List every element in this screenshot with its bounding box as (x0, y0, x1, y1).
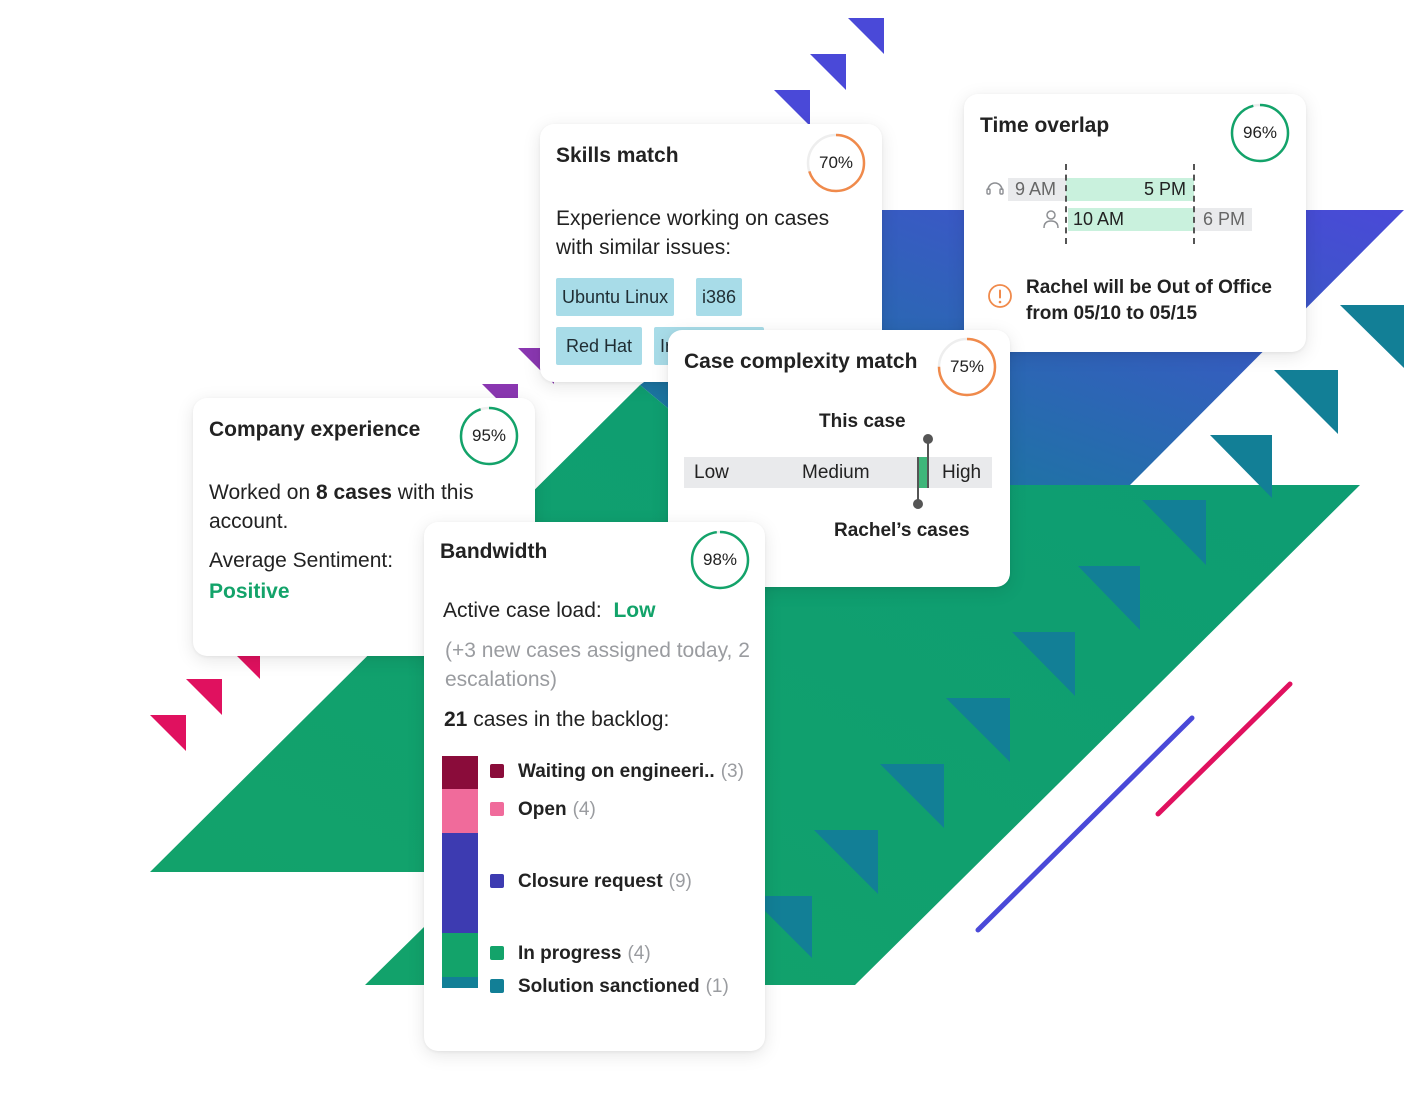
time-overlap-title: Time overlap (980, 114, 1110, 137)
score-arc (937, 337, 997, 397)
score-ring (459, 406, 519, 466)
alert-circle-icon (987, 283, 1013, 309)
person-icon (1042, 209, 1060, 229)
rachels-marker-line (917, 457, 919, 501)
legend-swatch (490, 802, 504, 817)
headset-icon (985, 179, 1005, 199)
this-case-marker-line (927, 440, 929, 488)
legend-count: (4) (572, 799, 596, 821)
skill-tag: Ubuntu Linux (556, 278, 675, 316)
skills-match-title: Skills match (556, 144, 679, 167)
backlog-legend-item: Waiting on engineeri..(3) (490, 761, 744, 783)
timeline-divider-end (1193, 164, 1195, 244)
score-ring (937, 337, 997, 397)
skill-tag: Red Hat (556, 327, 643, 365)
legend-swatch (490, 763, 504, 778)
worked-case-count: 8 cases (316, 481, 392, 504)
legend-count: (4) (627, 942, 651, 964)
timeline-divider-start (1065, 164, 1067, 244)
backlog-legend-item: Closure request(9) (490, 871, 692, 893)
legend-label: Closure request (518, 871, 663, 893)
skill-tag: i386 (696, 278, 743, 316)
backlog-stacked-bar (442, 756, 478, 988)
legend-count: (3) (720, 760, 744, 782)
score-arc (1230, 103, 1290, 163)
sentiment-label: Average Sentiment: (209, 549, 394, 572)
bandwidth-title: Bandwidth (440, 540, 548, 563)
legend-swatch (490, 945, 504, 960)
legend-label: Waiting on engineeri.. (518, 760, 715, 782)
skills-match-description: Experience working on cases with similar… (556, 207, 830, 259)
score-ring (1230, 103, 1290, 163)
backlog-segment (442, 833, 478, 933)
legend-count: (1) (705, 975, 729, 997)
legend-label: In progress (518, 942, 622, 964)
backlog-legend-item: Solution sanctioned(1) (490, 976, 729, 998)
score-arc (690, 530, 750, 590)
active-case-load-value: Low (613, 599, 656, 622)
new-cases-note: (+3 new cases assigned today, 2 escalati… (445, 639, 750, 691)
worked-on-text: Worked on 8 cases with this account. (209, 481, 474, 533)
case-complexity-title: Case complexity match (684, 350, 918, 373)
backlog-legend-item: Open(4) (490, 799, 596, 821)
score-ring (806, 133, 866, 193)
time-overlap-card: Time overlap 96% 9 AM 5 PM 10 AM 6 PM Ra… (964, 94, 1306, 352)
rachels-marker-dot (913, 499, 923, 509)
legend-swatch (490, 978, 504, 993)
out-of-office-warning: Rachel will be Out of Office from 05/10 … (1026, 277, 1272, 324)
backlog-segment (442, 976, 478, 988)
customer-start-time: 10 AM (1073, 209, 1125, 229)
overlap-bar-agent (1066, 178, 1194, 201)
backlog-count: 21 (444, 708, 468, 731)
case-complexity-score: 75% (936, 336, 998, 398)
rachels-range-bar (918, 457, 929, 488)
score-ring (690, 530, 750, 590)
bg-teal-triangles (750, 305, 1404, 958)
time-overlap-score: 96% (1229, 102, 1291, 164)
backlog-segment (442, 756, 478, 790)
bg-pink-line (1155, 681, 1293, 817)
legend-count: (9) (668, 871, 692, 893)
backlog-summary: 21 cases in the backlog: (444, 708, 670, 731)
agent-start-time: 9 AM (1015, 179, 1057, 199)
rachels-cases-label: Rachel’s cases (834, 520, 970, 541)
legend-label: Solution sanctioned (518, 975, 700, 997)
active-case-load: Active case load: Low (443, 599, 656, 622)
this-case-marker-dot (923, 434, 933, 444)
bg-indigo-line (975, 715, 1195, 933)
backlog-segment (442, 932, 478, 977)
score-arc (806, 133, 866, 193)
company-experience-score: 95% (458, 405, 520, 467)
score-arc (459, 406, 519, 466)
legend-label: Open (518, 799, 567, 821)
customer-hours-bar (1194, 208, 1252, 231)
level-low: Low (694, 462, 729, 483)
skills-match-score: 70% (805, 132, 867, 194)
bg-indigo-triangles (774, 18, 884, 126)
bg-pink-triangles (150, 655, 260, 751)
agent-end-time: 5 PM (1144, 179, 1187, 199)
complexity-scale (684, 457, 992, 488)
bandwidth-score: 98% (689, 529, 751, 591)
agent-hours-bar (1008, 178, 1066, 201)
backlog-legend-item: In progress(4) (490, 943, 651, 965)
level-high: High (942, 462, 982, 483)
customer-end-time: 6 PM (1203, 209, 1246, 229)
legend-swatch (490, 874, 504, 889)
overlap-bar-customer (1068, 208, 1194, 231)
this-case-label: This case (819, 411, 906, 432)
company-experience-title: Company experience (209, 418, 421, 441)
bandwidth-card: Bandwidth 98% Active case load: Low (+3 … (424, 522, 765, 1051)
backlog-segment (442, 789, 478, 834)
sentiment-value: Positive (209, 580, 290, 603)
level-medium: Medium (802, 462, 870, 483)
